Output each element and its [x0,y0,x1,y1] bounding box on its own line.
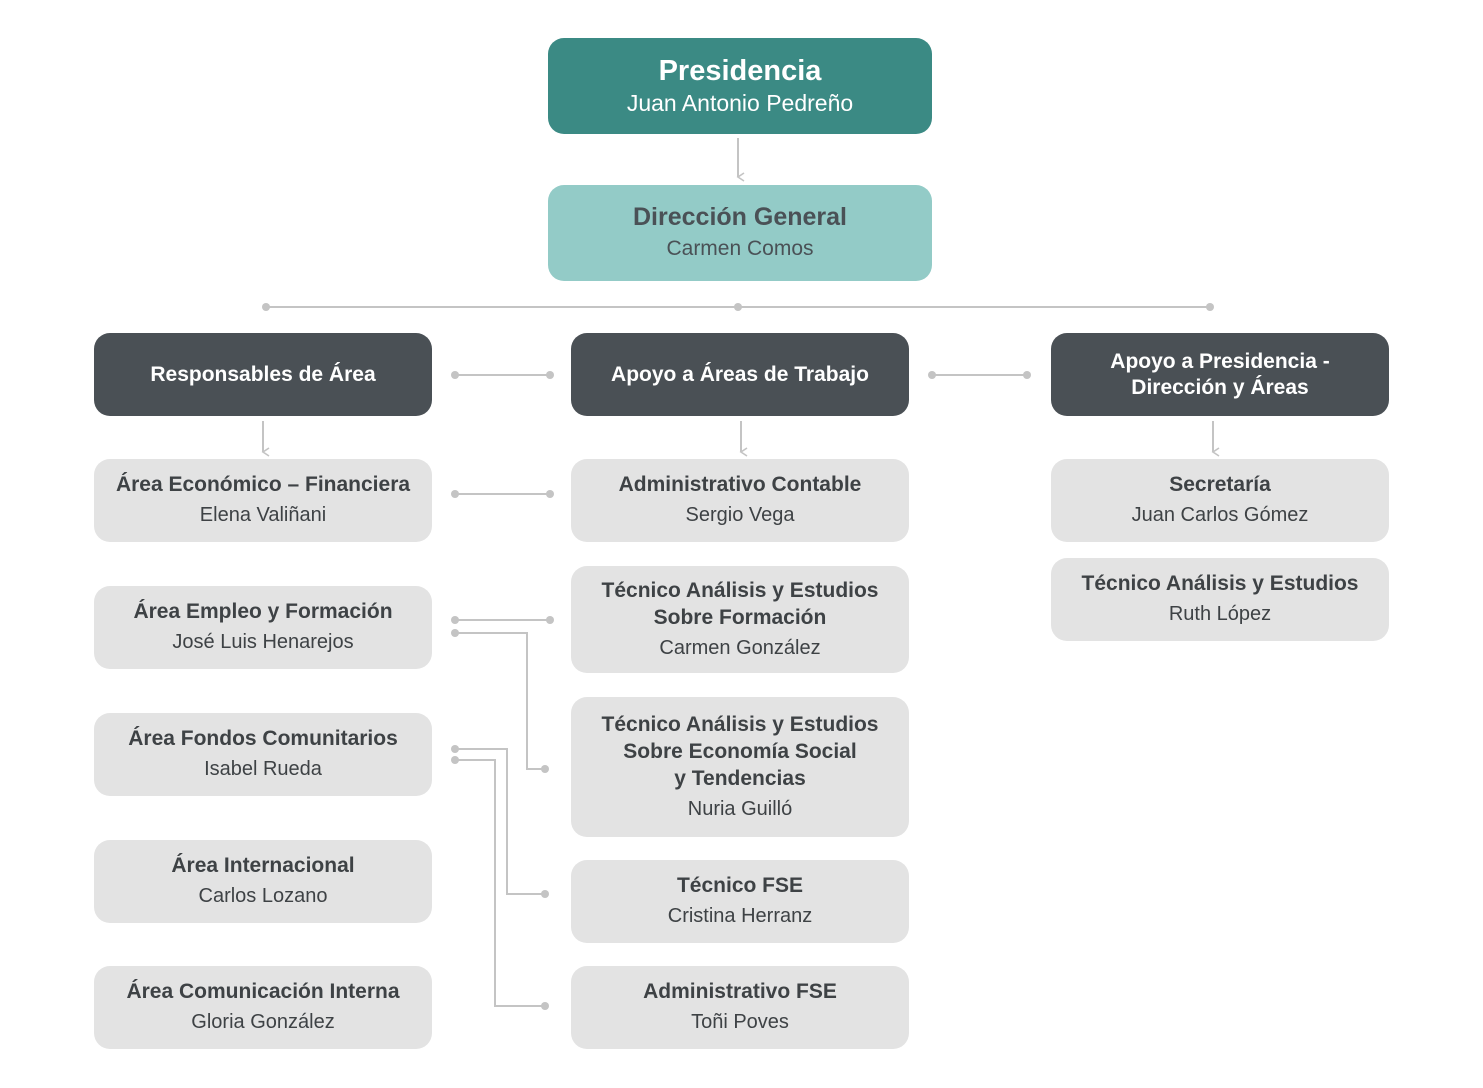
header-label: Apoyo a Presidencia - Dirección y Áreas [1110,349,1330,399]
card-title: Técnico Análisis y Estudios [1081,572,1359,595]
connector-dot [546,371,554,379]
card-administrativo-fse: Administrativo FSE Toñi Poves [571,966,909,1049]
link-fondos-fse [455,748,545,895]
card-title: Administrativo FSE [643,980,837,1003]
card-tecnico-economia-social: Técnico Análisis y Estudios Sobre Econom… [571,697,909,837]
presidencia-title: Presidencia [658,55,822,87]
card-title: Área Internacional [171,854,355,877]
card-title: Administrativo Contable [618,473,862,496]
direccion-general-box: Dirección General Carmen Comos [548,185,932,281]
direccion-general-name: Carmen Comos [666,237,814,260]
connector-dot [541,890,549,898]
card-title: Área Fondos Comunitarios [128,727,398,750]
card-tecnico-formacion: Técnico Análisis y Estudios Sobre Formac… [571,566,909,673]
connector-dot [546,490,554,498]
card-title: Técnico FSE [676,874,804,897]
presidencia-name: Juan Antonio Pedreño [626,90,854,116]
header-responsables-area: Responsables de Área [94,333,432,416]
card-tecnico-analisis-estudios: Técnico Análisis y Estudios Ruth López [1051,558,1389,641]
card-area-economico-financiera: Área Económico – Financiera Elena Valiña… [94,459,432,542]
connector-dot [451,616,459,624]
card-name: Elena Valiñani [199,504,327,526]
card-area-fondos-comunitarios: Área Fondos Comunitarios Isabel Rueda [94,713,432,796]
card-name: Nuria Guilló [687,797,793,820]
header-label: Responsables de Área [150,362,376,386]
connector-dot [451,745,459,753]
card-title: Técnico Análisis y Estudios Sobre Econom… [601,712,879,790]
link-empleo-economia [455,632,545,770]
card-area-empleo-formacion: Área Empleo y Formación José Luis Henare… [94,586,432,669]
connector-dot [1023,371,1031,379]
connector-dot [1206,303,1214,311]
connector-dot [451,756,459,764]
card-name: José Luis Henarejos [172,631,354,653]
card-tecnico-fse: Técnico FSE Cristina Herranz [571,860,909,943]
header-label: Apoyo a Áreas de Trabajo [611,362,869,386]
direccion-general-title: Dirección General [633,203,847,231]
card-title: Secretaría [1169,473,1271,496]
connector-dot [541,1002,549,1010]
card-area-comunicacion-interna: Área Comunicación Interna Gloria Gonzále… [94,966,432,1049]
connector-dot [451,490,459,498]
connector-dot [546,616,554,624]
card-name: Isabel Rueda [204,758,322,780]
card-title: Área Empleo y Formación [133,600,393,623]
header-apoyo-presidencia: Apoyo a Presidencia - Dirección y Áreas [1051,333,1389,416]
card-name: Ruth López [1168,603,1272,625]
card-name: Toñi Poves [691,1011,789,1033]
card-title: Área Económico – Financiera [115,473,411,496]
connector-dot [262,303,270,311]
card-name: Carmen González [659,636,821,659]
connector-dot [541,765,549,773]
connector-dot [451,629,459,637]
connector-dot [734,303,742,311]
card-administrativo-contable: Administrativo Contable Sergio Vega [571,459,909,542]
card-name: Juan Carlos Gómez [1131,504,1309,526]
header-apoyo-areas-trabajo: Apoyo a Áreas de Trabajo [571,333,909,416]
card-name: Carlos Lozano [198,885,328,907]
card-name: Sergio Vega [685,504,795,526]
connector-dot [928,371,936,379]
card-area-internacional: Área Internacional Carlos Lozano [94,840,432,923]
connector-dot [451,371,459,379]
presidencia-box: Presidencia Juan Antonio Pedreño [548,38,932,134]
card-name: Gloria González [191,1011,335,1033]
link-fondos-admin-fse [455,759,545,1007]
card-name: Cristina Herranz [667,905,813,927]
card-secretaria: Secretaría Juan Carlos Gómez [1051,459,1389,542]
card-title: Técnico Análisis y Estudios Sobre Formac… [601,578,879,629]
card-title: Área Comunicación Interna [126,980,400,1003]
